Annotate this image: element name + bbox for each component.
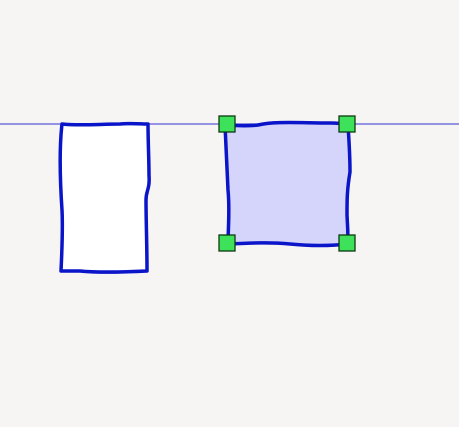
shape-rectangle-1[interactable]	[58, 121, 151, 274]
resize-handle-bottom-right[interactable]	[338, 234, 356, 252]
resize-handle-bottom-left[interactable]	[218, 234, 236, 252]
shape-rectangle-2[interactable]	[223, 120, 352, 248]
resize-handle-top-right[interactable]	[338, 115, 356, 133]
resize-handle-top-left[interactable]	[218, 115, 236, 133]
